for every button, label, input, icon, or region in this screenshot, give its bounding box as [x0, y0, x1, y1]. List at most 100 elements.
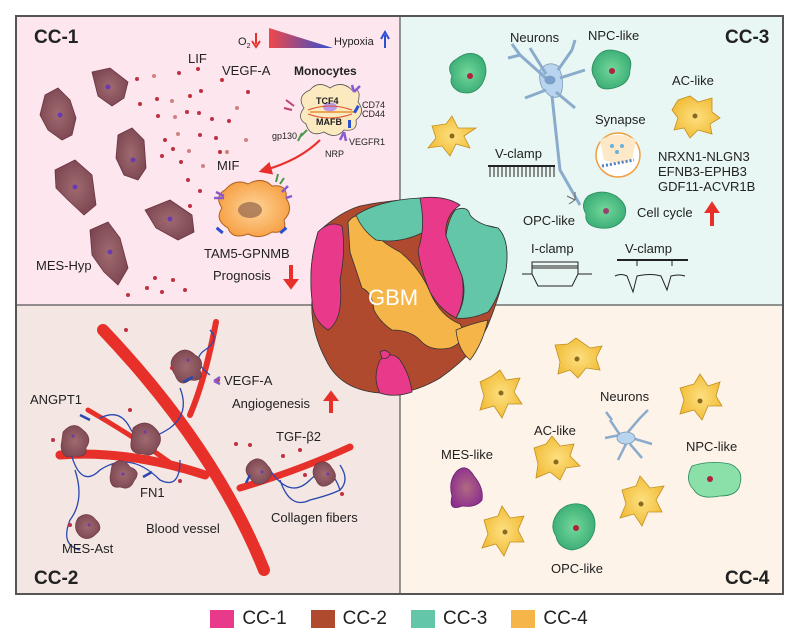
lif-label: LIF — [188, 51, 207, 66]
legend: CC-1 CC-2 CC-3 CC-4 — [0, 608, 798, 630]
tgfb2-label: TGF-β2 — [276, 429, 321, 444]
legend-swatch-cc2 — [310, 610, 335, 628]
gbm-region-cc4-main — [347, 215, 464, 350]
gbm-tumor: GBM — [310, 196, 508, 396]
cell-cycle-label: Cell cycle — [637, 205, 693, 220]
vclamp-trace-2 — [614, 259, 688, 294]
neuron-cc4 — [604, 409, 653, 461]
angiogenesis-up-arrow-icon — [323, 390, 339, 413]
cell-nucleus — [573, 525, 579, 531]
neuron-cc3 — [507, 39, 586, 206]
mif-label: MIF — [217, 158, 239, 173]
legend-item-cc4: CC-4 — [511, 608, 588, 630]
ac-like-nuclei-cc4 — [498, 356, 703, 535]
opc-like-label-cc3: OPC-like — [523, 213, 575, 228]
gbm-region-cc1-left — [310, 223, 344, 331]
panel-cc4-title: CC-4 — [725, 568, 770, 589]
cell-nucleus — [609, 68, 615, 74]
nrp-label: NRP — [325, 149, 344, 159]
cd74-label: CD74 — [362, 100, 385, 110]
synapse-label: Synapse — [595, 112, 646, 127]
fn1-label: FN1 — [140, 485, 165, 500]
prognosis-label: Prognosis — [213, 268, 271, 283]
vclamp-label-2: V-clamp — [625, 241, 672, 256]
vclamp-label-1: V-clamp — [495, 146, 542, 161]
npc-like-label-cc3: NPC-like — [588, 28, 639, 43]
gbm-label: GBM — [368, 285, 418, 310]
pair-3: GDF11-ACVR1B — [658, 179, 755, 194]
iclamp-trace — [522, 261, 592, 287]
legend-label-cc3: CC-3 — [443, 608, 488, 629]
tam5-gpnmb-label: TAM5-GPNMB — [204, 246, 290, 261]
npc-like-cell-cc3-left — [449, 53, 487, 94]
mes-like-cell — [450, 467, 483, 509]
cell-cycle-up-arrow-icon — [704, 201, 720, 226]
ac-like-label-cc4: AC-like — [534, 423, 576, 438]
prognosis-down-arrow-icon — [283, 265, 299, 290]
synapse-icon — [595, 132, 641, 178]
cytokine-dots — [126, 67, 250, 297]
legend-swatch-cc3 — [411, 610, 435, 628]
cell-nucleus — [692, 113, 698, 119]
panel-cc2-title: CC-2 — [34, 568, 78, 589]
receptor-icon — [348, 120, 351, 128]
secreted-factors-cc2 — [51, 328, 344, 527]
receptor-icon — [283, 99, 295, 111]
pair-2: EFNB3-EPHB3 — [658, 164, 747, 179]
gbm-region-cc3-right — [445, 207, 508, 319]
vclamp-trace-1 — [488, 165, 555, 177]
monocyte-cell: TCF4 MAFB — [283, 84, 362, 142]
cd44-label: CD44 — [362, 109, 385, 119]
legend-item-cc3: CC-3 — [411, 608, 487, 630]
receptor-icon — [297, 129, 308, 142]
mes-ast-label: MES-Ast — [62, 541, 114, 556]
gbm-region-cc1-bottom — [375, 354, 413, 396]
axon-terminal — [566, 192, 576, 205]
tam5-gpnmb-cell — [214, 173, 293, 238]
iclamp-label: I-clamp — [531, 241, 574, 256]
legend-label-cc2: CC-2 — [342, 608, 387, 629]
mes-ast-nuclei — [71, 358, 330, 527]
panel-cc1-title: CC-1 — [34, 27, 79, 48]
cell-nucleus — [707, 476, 713, 482]
vegfa-label-cc1: VEGF-A — [222, 63, 271, 78]
ac-like-label-cc3: AC-like — [672, 73, 714, 88]
monocytes-label: Monocytes — [294, 64, 357, 78]
panel-cc3-title: CC-3 — [725, 27, 769, 48]
legend-item-cc2: CC-2 — [310, 608, 387, 630]
neurons-label-cc3: Neurons — [510, 30, 560, 45]
fn1-markers — [79, 375, 252, 484]
hypoxia-up-arrow-icon — [380, 29, 390, 48]
cell-nucleus — [603, 208, 609, 214]
gbm-region-cc4-right — [455, 319, 489, 361]
legend-label-cc1: CC-1 — [242, 608, 287, 629]
vegfa-receptor-icon — [213, 375, 221, 386]
panel-cc4: CC-4 Neurons AC-like MES-like NPC-like O… — [441, 337, 770, 589]
tcf4-label: TCF4 — [316, 96, 339, 106]
opc-like-label-cc4: OPC-like — [551, 561, 603, 576]
mafb-label: MAFB — [316, 117, 342, 127]
gp130-label: gp130 — [272, 131, 297, 141]
legend-item-cc1: CC-1 — [210, 608, 287, 630]
neurons-label-cc4: Neurons — [600, 389, 650, 404]
legend-swatch-cc1 — [210, 610, 235, 628]
collagen-fibers-label: Collagen fibers — [271, 510, 358, 525]
panel-cc2: CC-2 — [30, 319, 358, 589]
o2-label: O2 — [238, 36, 251, 50]
legend-label-cc4: CC-4 — [543, 608, 588, 629]
mes-hyp-label: MES-Hyp — [36, 258, 92, 273]
pair-1: NRXN1-NLGN3 — [658, 149, 750, 164]
receptor-icon — [350, 84, 361, 93]
mes-like-label: MES-like — [441, 447, 493, 462]
receptor-icon — [338, 131, 348, 142]
blood-vessel-label: Blood vessel — [146, 521, 220, 536]
vegfa-label-cc2: VEGF-A — [224, 373, 273, 388]
o2-down-arrow-icon — [251, 33, 261, 49]
angiogenesis-label: Angiogenesis — [232, 396, 311, 411]
receptor-icon — [353, 105, 360, 114]
npc-like-label-cc4: NPC-like — [686, 439, 737, 454]
gbm-region-cc1-top — [417, 196, 464, 319]
cell-nucleus — [467, 73, 473, 79]
cell-nucleus — [449, 133, 455, 139]
